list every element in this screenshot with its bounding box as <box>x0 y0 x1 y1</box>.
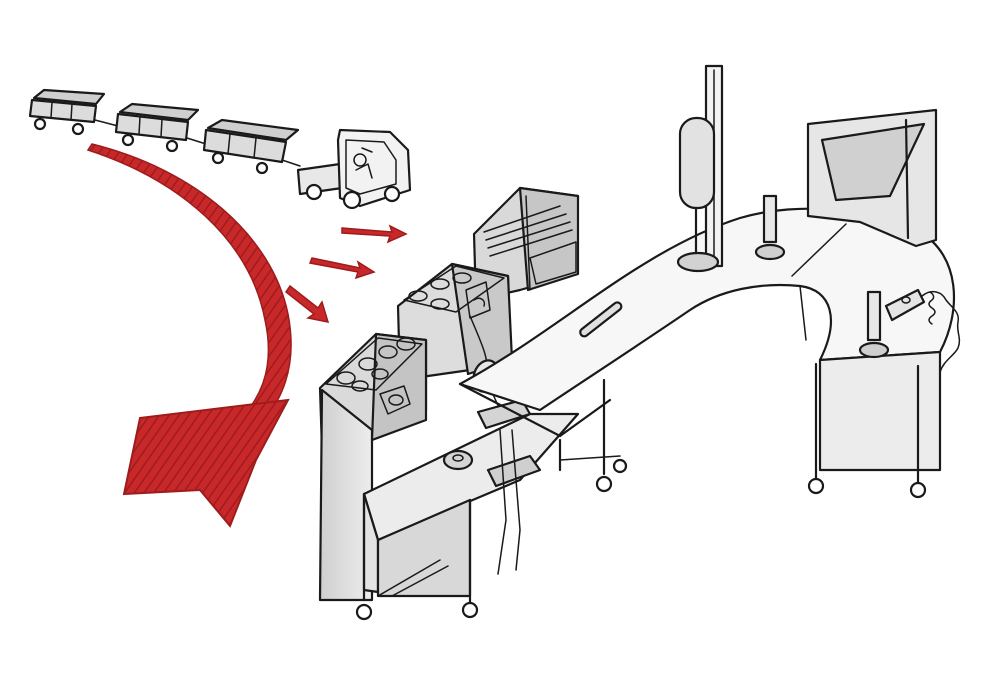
wagon-wheel <box>33 117 47 131</box>
part-roll <box>371 368 389 380</box>
u-conveyor <box>458 207 956 499</box>
vehicle-wheel <box>383 185 401 203</box>
wagon-wheel <box>71 122 85 136</box>
control-pendant <box>884 288 961 373</box>
flow-rack-front <box>318 332 428 602</box>
vehicle-wheel <box>305 183 323 201</box>
train-wagon-1 <box>28 88 119 136</box>
train-wagon-3 <box>202 118 301 175</box>
part-bin <box>452 272 472 284</box>
caster-wheel <box>807 477 825 495</box>
tugger-vehicle <box>296 128 412 210</box>
caster-wheel <box>355 603 373 621</box>
back-hopper <box>806 108 938 248</box>
part-bin <box>408 290 428 302</box>
workpiece <box>442 449 474 471</box>
part-roll <box>378 345 398 359</box>
station-pin-2 <box>858 290 890 359</box>
wagon-wheel <box>121 133 135 147</box>
wagon-wheel <box>165 139 179 153</box>
part-roll <box>351 380 369 392</box>
train-wagon-2 <box>114 102 207 153</box>
caster-wheel <box>595 475 613 493</box>
caster-wheel <box>612 458 628 474</box>
part-bin <box>430 298 450 310</box>
workbench-front <box>355 412 580 621</box>
wagon-wheel <box>211 151 225 165</box>
caster-wheel <box>461 601 479 619</box>
vehicle-wheel <box>342 190 362 210</box>
supply-arrow-main <box>86 143 292 528</box>
station-pin-1 <box>754 194 786 261</box>
part-roll <box>336 371 356 385</box>
signal-tower <box>676 64 724 273</box>
caster-wheel <box>909 481 927 499</box>
supply-arrow-small <box>284 224 408 323</box>
part-bin <box>430 278 450 290</box>
supply-arrows <box>86 143 408 528</box>
part-roll <box>396 337 416 351</box>
conveyor-slot <box>579 301 623 338</box>
flow-rack-back <box>472 186 580 302</box>
part-roll <box>358 357 378 371</box>
tugger-train <box>28 88 412 210</box>
wagon-wheel <box>255 161 269 175</box>
